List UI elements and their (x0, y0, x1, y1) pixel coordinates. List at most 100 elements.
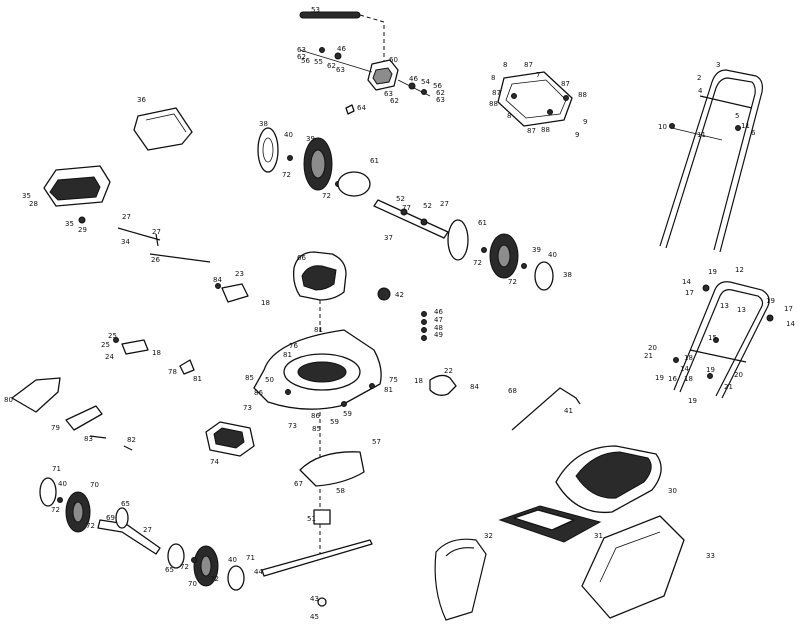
pins-82-83 (89, 435, 133, 451)
part-label: 39 (306, 135, 315, 143)
part-label: 72 (210, 575, 219, 583)
front-axle (97, 507, 161, 555)
grass-bag-33 (581, 515, 685, 619)
mulch-plug-35 (43, 165, 111, 207)
part-label: 85 (245, 374, 254, 382)
part-label: 16 (668, 375, 677, 383)
part-label: 17 (784, 305, 793, 313)
part-label: 27 (122, 213, 131, 221)
brackets-left (113, 283, 249, 375)
part-label: 25 (108, 332, 117, 340)
part-label: 15 (708, 334, 717, 342)
part-label: 31 (594, 532, 603, 540)
part-label: 23 (235, 270, 244, 278)
part-label: 72 (51, 506, 60, 514)
part-label: 40 (548, 251, 557, 259)
part-label: 70 (188, 580, 197, 588)
drive-belt (299, 11, 385, 70)
part-label: 60 (389, 56, 398, 64)
part-label: 58 (336, 487, 345, 495)
part-label: 76 (289, 342, 298, 350)
part-label: 21 (724, 383, 733, 391)
part-label: 72 (322, 192, 331, 200)
part-label: 5 (735, 112, 739, 120)
part-label: 40 (58, 480, 67, 488)
fill-cap-42 (377, 287, 391, 301)
part-label: 17 (685, 289, 694, 297)
part-label: 39 (532, 246, 541, 254)
part-label: 19 (706, 366, 715, 374)
part-label: 19 (766, 297, 775, 305)
part-label: 9 (583, 118, 587, 126)
part-label: 21 (644, 352, 653, 360)
part-label: 72 (473, 259, 482, 267)
part-label: 85 (312, 425, 321, 433)
part-label: 18 (261, 299, 270, 307)
part-label: 73 (243, 404, 252, 412)
part-label: 81 (384, 386, 393, 394)
part-label: 42 (395, 291, 404, 299)
part-label: 33 (706, 552, 715, 560)
part-label: 72 (282, 171, 291, 179)
part-label: 28 (29, 200, 38, 208)
part-label: 11 (697, 131, 706, 139)
part-label: 38 (259, 120, 268, 128)
part-label: 72 (86, 522, 95, 530)
part-label: 84 (213, 276, 222, 284)
part-label: 35 (65, 220, 74, 228)
part-label: 19 (655, 374, 664, 382)
part-label: 63 (297, 46, 306, 54)
part-label: 78 (168, 368, 177, 376)
part-label: 71 (52, 465, 61, 473)
part-label: 87 (527, 127, 536, 135)
part-label: 49 (434, 331, 443, 339)
part-label: 62 (297, 53, 306, 61)
rear-wheel-right-upper (447, 219, 554, 291)
part-label: 54 (421, 78, 430, 86)
part-label: 7 (536, 71, 540, 79)
part-label: 81 (314, 326, 323, 334)
rear-wheel-left-upper (257, 127, 371, 197)
part-label: 84 (470, 383, 479, 391)
front-wheel-right-lower (167, 543, 245, 591)
part-label: 27 (440, 200, 449, 208)
part-label: 63 (336, 66, 345, 74)
part-label: 43 (310, 595, 319, 603)
grass-bag-base-31 (498, 505, 602, 543)
part-label: 88 (489, 100, 498, 108)
part-label: 87 (561, 80, 570, 88)
part-label: 77 (402, 204, 411, 212)
part-label: 37 (384, 234, 393, 242)
part-label: 59 (330, 418, 339, 426)
part-label: 14 (786, 320, 795, 328)
part-label: 50 (265, 376, 274, 384)
part-label: 81 (283, 351, 292, 359)
part-label: 86 (254, 389, 263, 397)
part-label: 80 (4, 396, 13, 404)
part-label: 9 (575, 131, 579, 139)
part-label: 27 (152, 228, 161, 236)
part-label: 20 (734, 371, 743, 379)
part-label: 14 (682, 278, 691, 286)
part-label: 48 (434, 324, 443, 332)
part-label: 67 (294, 480, 303, 488)
part-label: 82 (127, 436, 136, 444)
part-label: 52 (423, 202, 432, 210)
part-label: 13 (737, 306, 746, 314)
part-label: 88 (578, 91, 587, 99)
part-label: 61 (478, 219, 487, 227)
part-label: 8 (507, 112, 511, 120)
part-label: 72 (180, 563, 189, 571)
gearbox-assembly (299, 47, 431, 115)
lower-handle (673, 281, 774, 399)
part-label: 35 (22, 192, 31, 200)
part-label: 12 (735, 266, 744, 274)
part-label: 20 (648, 344, 657, 352)
rear-door-hinge (429, 374, 581, 431)
side-guard-79 (65, 405, 103, 431)
part-label: 86 (311, 412, 320, 420)
part-label: 41 (564, 407, 573, 415)
part-label: 27 (143, 526, 152, 534)
part-labels: 53 63 62 56 55 46 62 63 60 54 46 56 62 6… (4, 6, 795, 621)
part-label: 18 (152, 349, 161, 357)
